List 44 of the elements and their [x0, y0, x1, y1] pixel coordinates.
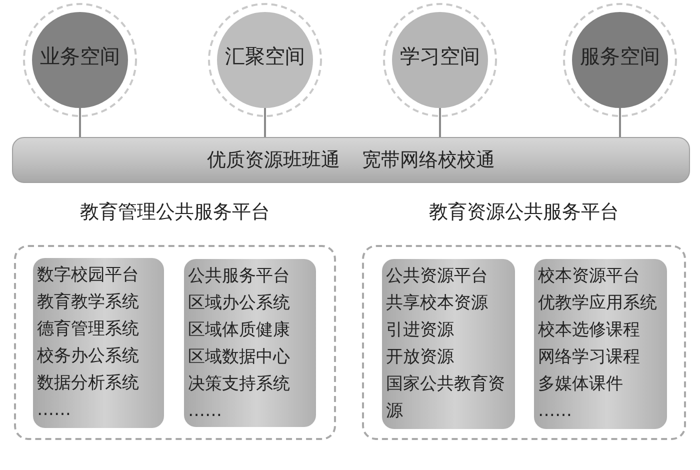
- list-item: 校本资源平台: [538, 265, 640, 288]
- connector-line: [79, 108, 81, 137]
- list-item: 区域办公系统: [188, 292, 290, 315]
- bar-label: 宽带网络校校通: [362, 148, 495, 172]
- circle-label: 服务空间: [580, 44, 660, 68]
- space-circle: [207, 2, 323, 118]
- network-bar: [12, 137, 690, 183]
- list-item: 共享校本资源: [386, 292, 488, 315]
- list-panel: [382, 259, 515, 429]
- list-item: 公共资源平台: [386, 265, 488, 288]
- group-title: 教育资源公共服务平台: [429, 201, 619, 223]
- list-item: 开放资源: [386, 346, 454, 369]
- list-item: 德育管理系统: [37, 318, 139, 341]
- circle-label: 业务空间: [40, 44, 120, 68]
- list-item: 区域数据中心: [188, 346, 290, 369]
- list-item: 多媒体课件: [538, 373, 623, 396]
- list-item: ……: [188, 400, 222, 423]
- group-title: 教育管理公共服务平台: [80, 201, 270, 223]
- list-item: 校务办公系统: [37, 345, 139, 368]
- connector-line: [439, 108, 441, 137]
- list-item: 决策支持系统: [188, 373, 290, 396]
- list-item: 优教学应用系统: [538, 292, 657, 315]
- list-item: 校本选修课程: [538, 319, 640, 342]
- space-circle: [562, 2, 678, 118]
- space-circle: [382, 2, 498, 118]
- list-item: 公共服务平台: [188, 265, 290, 288]
- circle-label: 学习空间: [400, 44, 480, 68]
- connector-line: [619, 108, 621, 137]
- bar-label: 优质资源班班通: [207, 148, 340, 172]
- circle-label: 汇聚空间: [225, 44, 305, 68]
- list-panel: [184, 259, 316, 427]
- list-panel: [534, 259, 667, 429]
- list-item: 教育教学系统: [37, 291, 139, 314]
- list-item: 数据分析系统: [37, 372, 139, 395]
- list-item: 网络学习课程: [538, 346, 640, 369]
- connector-line: [264, 108, 266, 137]
- list-item: 数字校园平台: [37, 264, 139, 287]
- list-item: ……: [37, 399, 71, 422]
- list-item: ……: [538, 400, 572, 423]
- list-panel: [33, 258, 164, 428]
- list-item: 区域体质健康: [188, 319, 290, 342]
- space-circle: [22, 2, 138, 118]
- list-item: 引进资源: [386, 319, 454, 342]
- list-item: 国家公共教育资源: [386, 373, 506, 423]
